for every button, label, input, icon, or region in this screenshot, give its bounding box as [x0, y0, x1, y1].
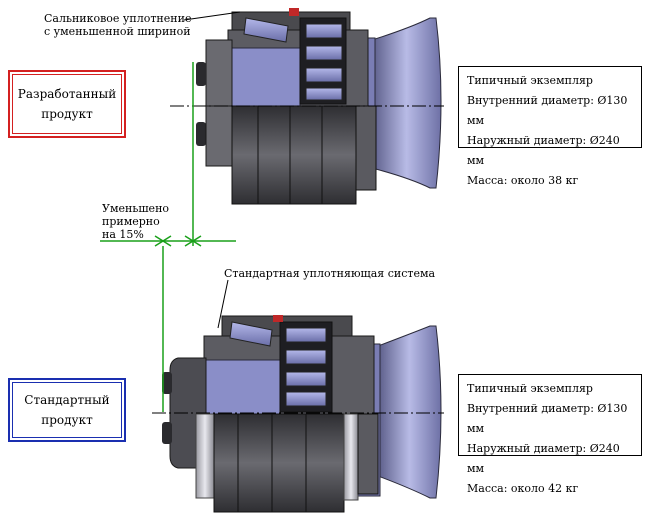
developed-spec-box: Типичный экземпляр Внутренний диаметр: Ø…: [458, 66, 642, 187]
narrow-seal-line2: с уменьшенной шириной: [44, 25, 191, 38]
reduction-annotation: Уменьшено примерно на 15%: [102, 202, 169, 241]
standard-spec-inner: Внутренний диаметр: Ø130 мм: [467, 402, 628, 435]
developed-spec-title: Типичный экземпляр: [467, 74, 593, 87]
standard-assembly: [152, 315, 444, 513]
standard-spec-box: Типичный экземпляр Внутренний диаметр: Ø…: [458, 374, 642, 495]
developed-label-line1: Разработанный: [17, 87, 117, 101]
developed-spec-mass: Масса: около 38 кг: [467, 174, 579, 187]
narrow-seal-line1: Сальниковое уплотнение: [44, 12, 192, 25]
developed-product-label: Разработанный продукт: [8, 70, 126, 138]
developed-label-line2: продукт: [41, 107, 93, 121]
standard-product-label: Стандартный продукт: [8, 378, 126, 442]
standard-label-line2: продукт: [41, 413, 93, 427]
standard-label-line1: Стандартный: [24, 393, 110, 407]
developed-spec-inner: Внутренний диаметр: Ø130 мм: [467, 94, 628, 127]
dimension-lines: [100, 62, 236, 412]
narrow-seal-annotation: Сальниковое уплотнение с уменьшенной шир…: [44, 12, 191, 38]
reduction-line1: Уменьшено: [102, 202, 170, 215]
developed-assembly: [170, 8, 444, 205]
leader-lines: [183, 11, 241, 329]
standard-spec-mass: Масса: около 42 кг: [467, 482, 579, 495]
developed-spec-outer: Наружный диаметр: Ø240 мм: [467, 134, 620, 167]
standard-seal-annotation: Стандартная уплотняющая система: [224, 267, 436, 280]
standard-spec-outer: Наружный диаметр: Ø240 мм: [467, 442, 620, 475]
reduction-line2: примерно: [102, 215, 160, 228]
reduction-line3: на 15%: [102, 228, 144, 241]
standard-spec-title: Типичный экземпляр: [467, 382, 593, 395]
